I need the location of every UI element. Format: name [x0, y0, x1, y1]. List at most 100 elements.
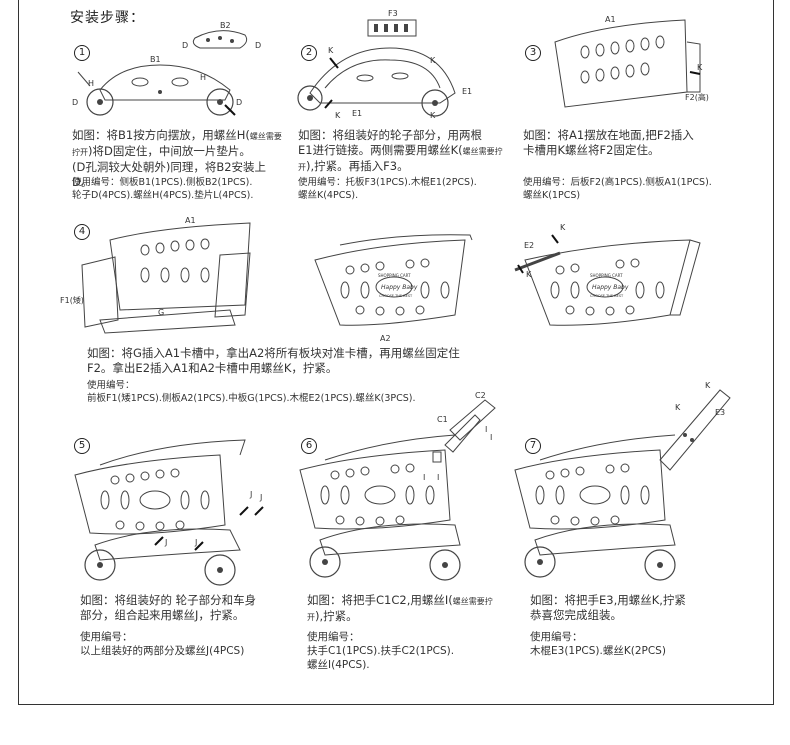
parts-line: 螺丝K(1PCS) [523, 190, 581, 201]
caption-line: ),拧紧。 [315, 609, 358, 623]
step-4-number: 4 [74, 224, 90, 240]
label-j: J [249, 490, 252, 499]
label-k: K [560, 223, 566, 232]
step-7-caption: 如图：将把手E3,用螺丝K,拧紧 恭喜您完成组装。 [530, 593, 740, 623]
label-a2: A2 [380, 334, 391, 343]
label-i: I [490, 433, 492, 442]
caption-line: 部分，组合起来用螺丝J，拧紧。 [80, 608, 245, 622]
label-d: D [72, 98, 78, 107]
label-e3: E3 [715, 408, 725, 417]
caption-line: 如图：将把手C1C2,用螺丝I( [307, 593, 453, 607]
step-2-illustration: F3 K K K K E1 E1 [297, 9, 472, 120]
caption-line: 如图：将组装好的轮子部分，用两根 [298, 128, 482, 142]
parts-label: 使用编号： [80, 631, 133, 643]
parts-line: 后板F2(高1PCS).侧板A1(1PCS). [570, 177, 712, 188]
label-c1: C1 [437, 415, 448, 424]
step-6-caption: 如图：将把手C1C2,用螺丝I(螺丝需要拧开),拧紧。 [307, 593, 507, 625]
step-7-number: 7 [525, 438, 541, 454]
step-6-parts: 使用编号： 扶手C1(1PCS).扶手C2(1PCS). 螺丝I(4PCS). [307, 630, 517, 672]
step-1-number: 1 [74, 45, 90, 61]
step-1-illustration: B2 D D B1 H H D D [72, 21, 261, 116]
brand-sub: CHOOSE THE BEST [379, 294, 413, 298]
label-d: D [182, 41, 188, 50]
caption-line: ),拧紧。再插入F3。 [306, 159, 409, 173]
label-d: D [236, 98, 242, 107]
parts-line: 侧板B1(1PCS).侧板B2(1PCS). [119, 177, 253, 188]
label-c2: C2 [475, 391, 486, 400]
step-5-parts: 使用编号： 以上组装好的两部分及螺丝J(4PCS) [80, 630, 290, 658]
step-6-illustration: C1 C2 I I I I [299, 391, 496, 581]
step-4-parts: 使用编号： 前板F1(矮1PCS).侧板A2(1PCS).中板G(1PCS).木… [87, 379, 487, 405]
label-j: J [164, 538, 167, 547]
label-i: I [423, 473, 425, 482]
parts-label: 使用编号： [72, 177, 120, 188]
step-2-number: 2 [301, 45, 317, 61]
step-1-caption: 如图：将B1按方向摆放，用螺丝H(螺丝需要拧开)将D固定住，中间放一片垫片。 (… [72, 128, 282, 190]
step-5-number: 5 [74, 438, 90, 454]
caption-line: F2。拿出E2插入A1和A2卡槽中用螺丝K，拧紧。 [87, 361, 338, 375]
label-f1: F1(矮) [60, 295, 84, 305]
parts-line: 轮子D(4PCS).螺丝H(4PCS).垫片L(4PCS). [72, 190, 254, 201]
label-e2: E2 [524, 241, 534, 250]
caption-line: E1进行链接。两侧需要用螺丝K( [298, 143, 463, 157]
brand-top: SHOPPING CART [378, 273, 411, 278]
caption-line: )将D固定住，中间放一片垫片。 [88, 144, 251, 158]
label-j: J [259, 493, 262, 502]
step-6-number: 6 [301, 438, 317, 454]
step-2-caption: 如图：将组装好的轮子部分，用两根 E1进行链接。两侧需要用螺丝K(螺丝需要拧开)… [298, 128, 508, 175]
parts-line: 托板F3(1PCS).木棍E1(2PCS). [345, 177, 477, 188]
caption-note: 螺丝需要拧开 [298, 147, 503, 172]
label-i: I [437, 473, 439, 482]
label-f3: F3 [388, 9, 398, 18]
step-5-caption: 如图：将组装好的 轮子部分和车身 部分，组合起来用螺丝J，拧紧。 [80, 593, 280, 623]
label-j: J [194, 538, 197, 547]
caption-line: 卡槽用K螺丝将F2固定住。 [523, 143, 660, 157]
label-h: H [88, 79, 94, 88]
step-4-caption: 如图：将G插入A1卡槽中，拿出A2将所有板块对准卡槽，再用螺丝固定住 F2。拿出… [87, 346, 487, 376]
label-k: K [328, 46, 334, 55]
brand-text: Happy Baby [592, 284, 629, 291]
label-k: K [697, 63, 703, 72]
brand-sub: CHOOSE THE BEST [590, 294, 624, 298]
parts-label: 使用编号： [307, 631, 360, 643]
parts-label: 使用编号： [87, 380, 135, 391]
step-2-parts: 使用编号：托板F3(1PCS).木棍E1(2PCS). 螺丝K(4PCS). [298, 176, 508, 202]
caption-note: 螺丝需要拧开 [72, 132, 282, 157]
brand-top: SHOPPING CART [590, 273, 623, 278]
caption-line: 如图：将A1摆放在地面,把F2插入 [523, 128, 694, 142]
label-i: I [485, 425, 487, 434]
caption-line: 如图：将把手E3,用螺丝K,拧紧 [530, 593, 686, 607]
label-b1: B1 [150, 55, 161, 64]
step-3-illustration: A1 K F2(高) [554, 15, 709, 108]
parts-label: 使用编号： [298, 177, 346, 188]
step-7-illustration: K K E3 [514, 381, 731, 581]
step-3-number: 3 [525, 45, 541, 61]
label-k: K [675, 403, 681, 412]
caption-line: 恭喜您完成组装。 [530, 608, 622, 622]
caption-line: 如图：将组装好的 轮子部分和车身 [80, 593, 257, 607]
page-title: 安装步骤： [70, 10, 145, 26]
label-k: K [335, 111, 341, 120]
step-5-illustration: J J J J [74, 439, 264, 586]
label-g: G [158, 308, 164, 317]
instruction-frame [18, 0, 774, 705]
label-d: D [255, 41, 261, 50]
parts-line: 螺丝K(4PCS). [298, 190, 359, 201]
parts-line: 扶手C1(1PCS).扶手C2(1PCS). [307, 645, 455, 657]
step-4-illustration: A1 F1(矮) G SHOPPING CART Happy Baby CHOO… [60, 216, 701, 343]
caption-line: 如图：将G插入A1卡槽中，拿出A2将所有板块对准卡槽，再用螺丝固定住 [87, 346, 460, 360]
label-b2: B2 [220, 21, 231, 30]
label-f2: F2(高) [685, 92, 709, 102]
label-a1: A1 [185, 216, 196, 225]
brand-text: Happy Baby [381, 284, 418, 291]
parts-line: 木棍E3(1PCS).螺丝K(2PCS) [530, 645, 666, 657]
parts-line: 螺丝I(4PCS). [307, 659, 370, 671]
label-e1: E1 [462, 87, 472, 96]
label-k: K [705, 381, 711, 390]
label-k: K [430, 56, 436, 65]
step-3-parts: 使用编号：后板F2(高1PCS).侧板A1(1PCS). 螺丝K(1PCS) [523, 176, 743, 202]
parts-label: 使用编号： [523, 177, 571, 188]
label-e1: E1 [352, 109, 362, 118]
label-a1: A1 [605, 15, 616, 24]
label-k: K [526, 270, 532, 279]
